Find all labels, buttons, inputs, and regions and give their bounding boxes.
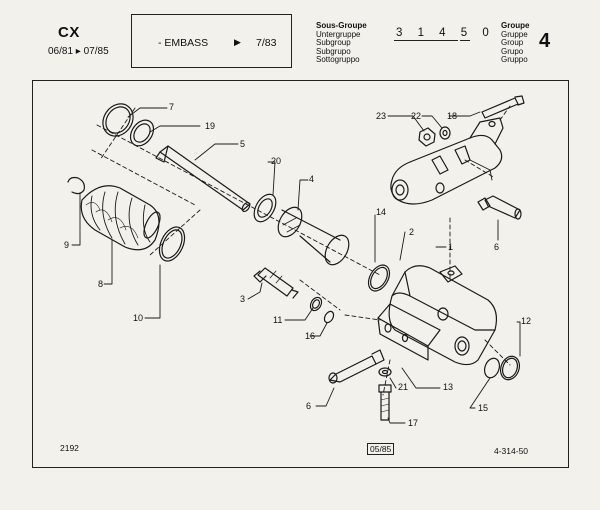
part-10-circlip bbox=[158, 226, 186, 262]
label-part-4: 4 bbox=[309, 174, 314, 184]
label-part-2: 2 bbox=[409, 227, 414, 237]
plate-reference: 4-314-50 bbox=[494, 446, 529, 456]
part-6-union-lower bbox=[328, 349, 385, 384]
label-part-22: 22 bbox=[411, 111, 421, 121]
part-17-bolt bbox=[378, 384, 392, 421]
part-title: - EMBASS bbox=[158, 37, 209, 49]
group-label: Grupo bbox=[501, 46, 524, 56]
subgroup-label: Subgroup bbox=[316, 38, 351, 47]
part-12-circlip bbox=[499, 355, 521, 381]
plate-number: 2192 bbox=[60, 443, 79, 453]
part-4-cylinder bbox=[277, 206, 350, 266]
label-part-6-upper: 6 bbox=[494, 242, 499, 252]
label-part-1: 1 bbox=[448, 242, 453, 252]
part-21-washer bbox=[378, 367, 392, 377]
part-7-ring bbox=[102, 103, 134, 137]
label-part-7: 7 bbox=[169, 102, 174, 112]
label-part-13: 13 bbox=[443, 382, 453, 392]
label-part-21: 21 bbox=[398, 382, 408, 392]
diagram-frame bbox=[32, 80, 569, 468]
part-3-bleed-screw bbox=[253, 267, 299, 299]
leader-lines bbox=[71, 107, 521, 424]
label-part-18: 18 bbox=[447, 111, 457, 121]
part-15-o-ring bbox=[483, 357, 501, 379]
part-2-housing bbox=[377, 265, 498, 366]
part-6-union-upper bbox=[477, 195, 522, 220]
part-1-master-cylinder bbox=[390, 117, 504, 205]
label-part-10: 10 bbox=[133, 313, 143, 323]
label-part-9: 9 bbox=[64, 240, 69, 250]
group-labels: Groupe Gruppe Group Grupo Gruppo bbox=[501, 21, 530, 65]
label-part-3: 3 bbox=[240, 294, 245, 304]
label-part-14: 14 bbox=[376, 207, 386, 217]
part-9-clip bbox=[67, 176, 85, 195]
part-title-box bbox=[131, 14, 292, 68]
subgroup-label: Sous-Groupe bbox=[316, 21, 367, 30]
label-part-16: 16 bbox=[305, 331, 315, 341]
part-title-date: 7/83 bbox=[256, 37, 277, 49]
group-label: Gruppo bbox=[501, 55, 528, 64]
label-part-19: 19 bbox=[205, 121, 215, 131]
label-part-8: 8 bbox=[98, 279, 103, 289]
subgroup-labels: Sous-Groupe Untergruppe Subgroup Subgrup… bbox=[316, 21, 367, 65]
part-14-o-ring bbox=[367, 264, 391, 292]
part-22-washer bbox=[439, 126, 451, 140]
subgroup-blank bbox=[460, 40, 470, 41]
label-part-23: 23 bbox=[376, 111, 386, 121]
subgroup-label: Untergruppe bbox=[316, 29, 361, 39]
label-part-17: 17 bbox=[408, 418, 418, 428]
label-part-12: 12 bbox=[521, 316, 531, 326]
label-part-15: 15 bbox=[478, 403, 488, 413]
group-label: Group bbox=[501, 38, 524, 47]
subgroup-underline bbox=[394, 40, 458, 41]
date-arrow-icon: ▶ bbox=[234, 37, 241, 47]
plate-date: 05/85 bbox=[367, 443, 395, 455]
subgroup-label: Sottogruppo bbox=[316, 55, 360, 64]
part-5-push-rod bbox=[155, 145, 251, 213]
group-label: Gruppe bbox=[501, 29, 528, 39]
exploded-view-diagram: 7 19 5 20 4 23 22 18 14 2 1 6 9 8 10 3 1… bbox=[64, 95, 531, 428]
group-label: Groupe bbox=[501, 21, 530, 30]
production-dates: 06/81 ▸ 07/85 bbox=[48, 46, 109, 57]
part-11-small-ring bbox=[309, 296, 323, 312]
label-part-6-lower: 6 bbox=[306, 401, 311, 411]
part-19-seal bbox=[129, 119, 155, 147]
part-labels: 7 19 5 20 4 23 22 18 14 2 1 6 9 8 10 3 1… bbox=[64, 102, 531, 428]
label-part-20: 20 bbox=[271, 156, 281, 166]
subgroup-number: 3 1 4 5 0 bbox=[396, 27, 495, 39]
part-8-boot bbox=[80, 185, 161, 251]
part-20-ring bbox=[253, 193, 277, 223]
vehicle-model: CX bbox=[58, 24, 80, 41]
group-number: 4 bbox=[539, 30, 551, 52]
part-23-nut bbox=[418, 127, 436, 147]
part-16-small-ring bbox=[323, 310, 335, 324]
part-18-stud bbox=[481, 95, 525, 119]
subgroup-label: Subgrupo bbox=[316, 46, 351, 56]
label-part-11: 11 bbox=[273, 315, 282, 325]
label-part-5: 5 bbox=[240, 139, 245, 149]
